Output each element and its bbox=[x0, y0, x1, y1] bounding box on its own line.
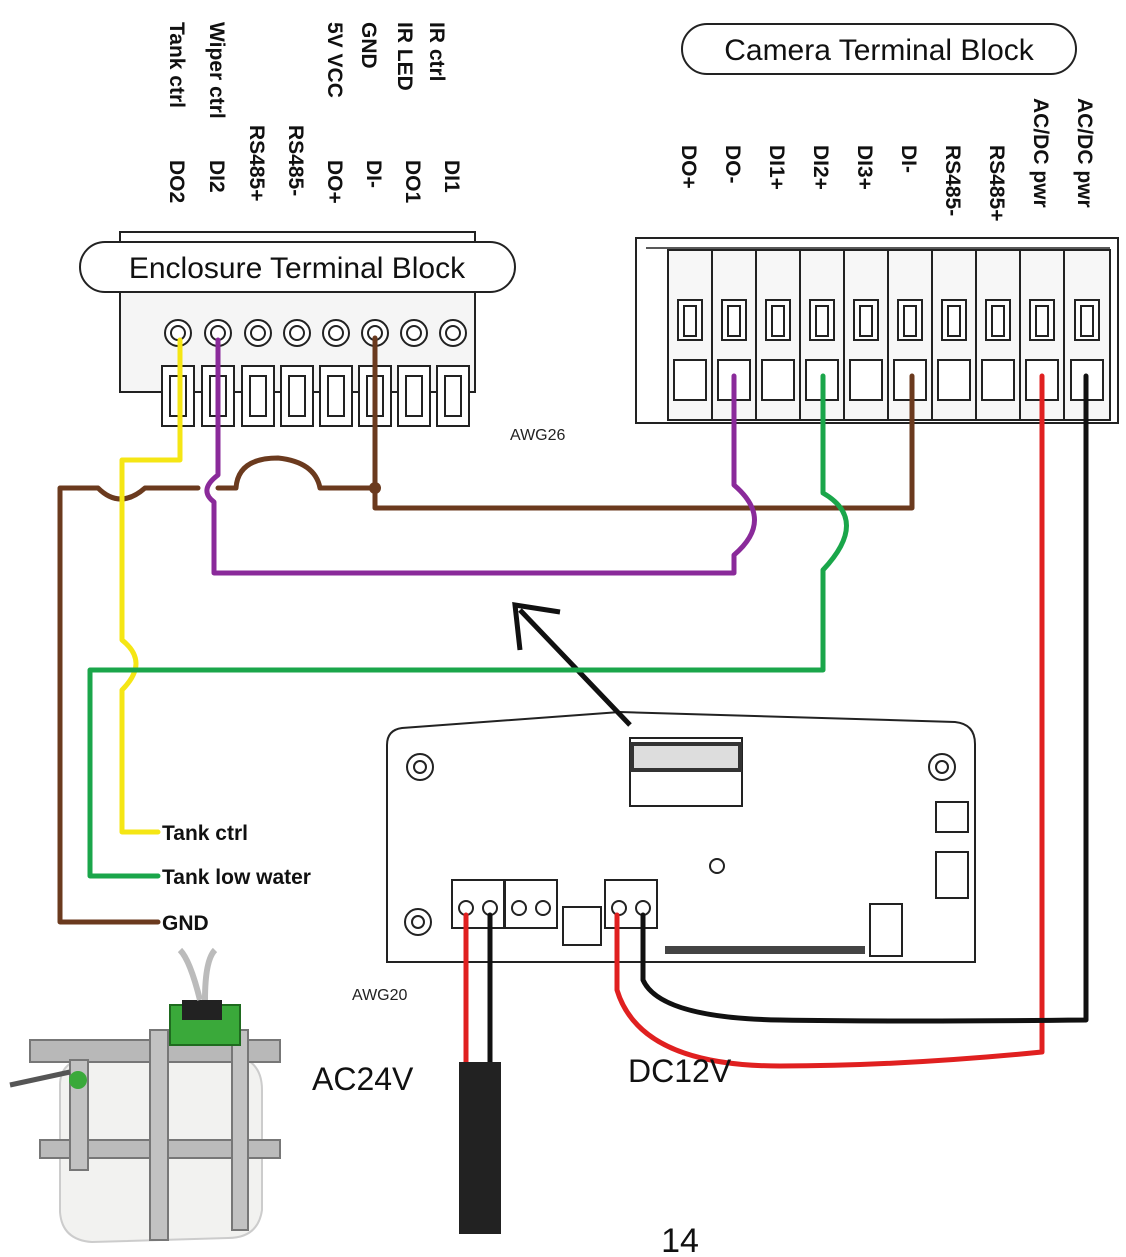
camera-terminal-clamps bbox=[673, 299, 1104, 401]
cam-term-9: AC/DC pwr bbox=[1073, 98, 1096, 208]
enc-term-name-7: DI1 bbox=[440, 160, 463, 193]
tank-low-water-label: Tank low water bbox=[162, 866, 311, 889]
awg20-label: AWG20 bbox=[352, 987, 408, 1004]
enc-term-func-6: IR LED bbox=[393, 22, 416, 91]
wire-green-low-water bbox=[87, 373, 849, 879]
wire-purple-wiper bbox=[204, 337, 757, 576]
tank-ctrl-label: Tank ctrl bbox=[162, 822, 248, 845]
enc-term-name-4: DO+ bbox=[323, 160, 346, 204]
ac-power-cable bbox=[459, 1062, 501, 1234]
enclosure-title: Enclosure Terminal Block bbox=[129, 252, 466, 285]
gnd-label: GND bbox=[162, 912, 209, 935]
enc-term-func-1: Wiper ctrl bbox=[205, 22, 228, 119]
wire-red-dc bbox=[614, 373, 1045, 1069]
cam-term-1: DO- bbox=[721, 145, 744, 184]
cam-term-0: DO+ bbox=[677, 145, 700, 189]
awg26-label: AWG26 bbox=[510, 427, 566, 444]
cam-term-7: RS485+ bbox=[985, 145, 1008, 221]
enclosure-screws bbox=[164, 319, 467, 347]
enc-term-name-1: DI2 bbox=[205, 160, 228, 193]
enc-term-name-5: DI- bbox=[362, 160, 385, 188]
enc-term-func-4: 5V VCC bbox=[323, 22, 346, 98]
enc-term-func-5: GND bbox=[357, 22, 380, 69]
control-board bbox=[386, 710, 976, 963]
enc-term-name-0: DO2 bbox=[165, 160, 188, 203]
cam-term-4: DI3+ bbox=[853, 145, 876, 190]
enc-term-name-6: DO1 bbox=[401, 160, 424, 204]
wire-black-dc bbox=[640, 373, 1089, 1024]
enclosure-terminal-block: Enclosure Terminal Block bbox=[79, 231, 516, 427]
camera-title: Camera Terminal Block bbox=[724, 34, 1035, 67]
pointer-arrow bbox=[512, 602, 632, 727]
camera-terminal-block: Camera Terminal Block bbox=[635, 23, 1119, 424]
cam-term-8: AC/DC pwr bbox=[1029, 98, 1052, 208]
cam-term-6: RS485- bbox=[941, 145, 964, 216]
ac24v-label: AC24V bbox=[312, 1061, 414, 1097]
page-number: 14 bbox=[661, 1222, 699, 1257]
wire-brown-gnd bbox=[57, 335, 915, 925]
dc12v-label: DC12V bbox=[628, 1053, 732, 1089]
camera-title-pill bbox=[681, 23, 1077, 75]
cam-term-5: DI- bbox=[897, 145, 920, 173]
camera-terminal-labels: DO+ DO- DI1+ DI2+ DI3+ DI- RS485- RS485+… bbox=[677, 98, 1096, 221]
enc-term-name-2: RS485+ bbox=[245, 125, 268, 201]
enc-term-func-0: Tank ctrl bbox=[165, 22, 188, 108]
cam-term-3: DI2+ bbox=[809, 145, 832, 190]
cam-term-2: DI1+ bbox=[765, 145, 788, 190]
water-tank-image bbox=[9, 947, 281, 1244]
enclosure-title-pill bbox=[79, 241, 516, 293]
enclosure-terminal-labels: DO2 DI2 RS485+ RS485- DO+ DI- DO1 DI1 Ta… bbox=[165, 22, 463, 204]
enc-term-name-3: RS485- bbox=[284, 125, 307, 196]
enc-term-func-7: IR ctrl bbox=[425, 22, 448, 82]
wire-yellow-tank-ctrl bbox=[119, 337, 183, 835]
